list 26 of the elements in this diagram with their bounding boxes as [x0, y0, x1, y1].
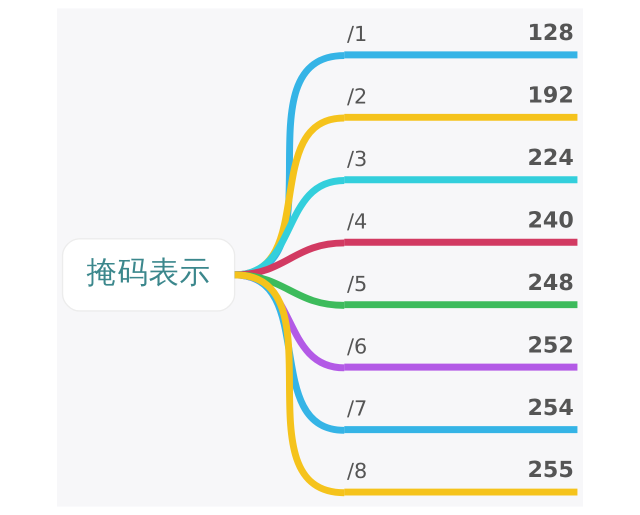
node-label: 248	[527, 270, 574, 296]
node-label: 128	[527, 20, 574, 46]
node-label: 224	[527, 144, 574, 171]
node-box	[344, 238, 578, 246]
node-label: /4	[347, 209, 368, 234]
node-label: 254	[527, 394, 574, 421]
node-label: /7	[347, 396, 368, 421]
node-label: /5	[347, 272, 368, 296]
node-box	[344, 426, 578, 434]
node-label: 192	[527, 82, 574, 108]
node-label: 252	[527, 332, 574, 358]
connector	[234, 271, 345, 496]
node-label: 240	[527, 207, 574, 234]
node-label: 255	[527, 457, 574, 484]
node-label: /1	[347, 22, 368, 46]
node-box	[344, 301, 578, 308]
node-box	[344, 488, 578, 496]
node-box	[344, 51, 578, 58]
node-label: /8	[347, 459, 368, 484]
node-label: /6	[347, 334, 368, 358]
node-label: /2	[347, 84, 368, 108]
node-box	[344, 114, 578, 121]
node-box	[344, 364, 578, 371]
node-box	[344, 176, 578, 184]
node-box: 掩码表示	[62, 238, 236, 312]
node-label: /3	[347, 146, 368, 171]
